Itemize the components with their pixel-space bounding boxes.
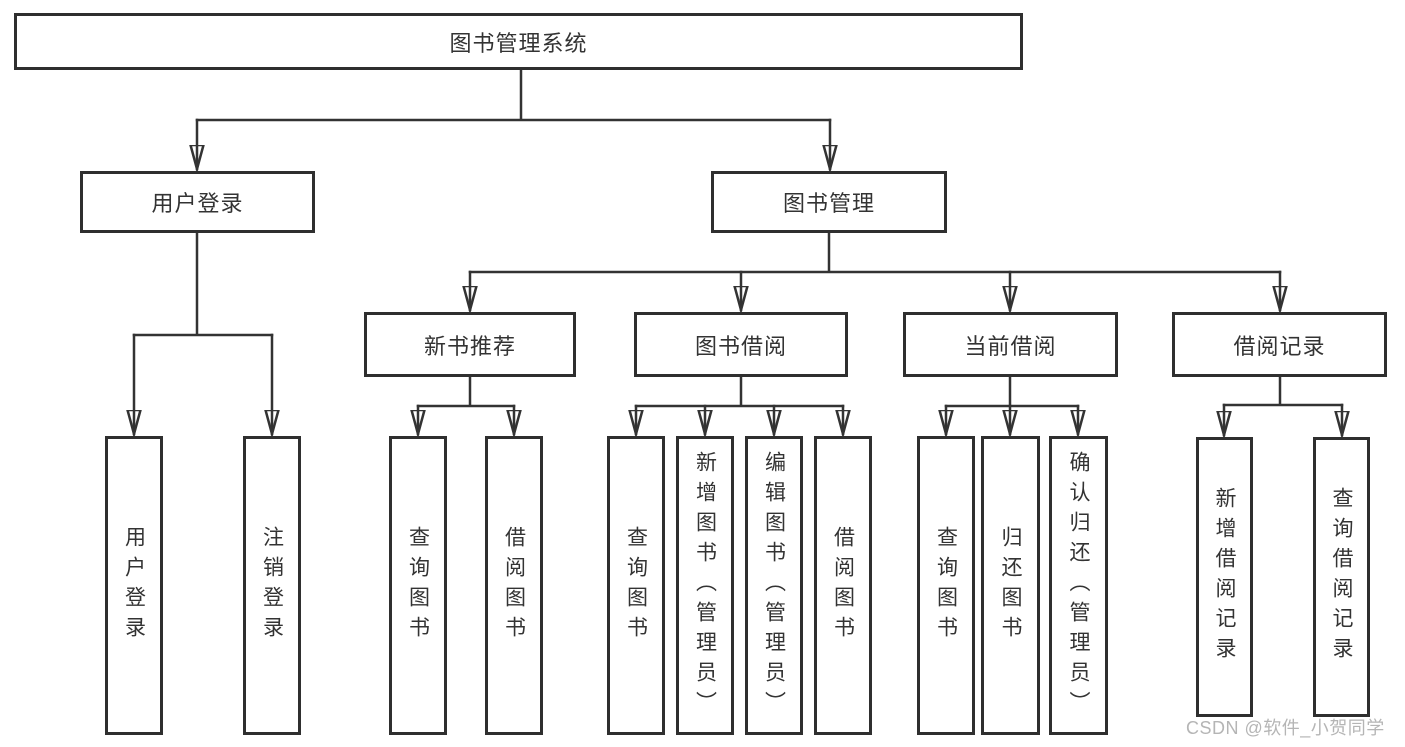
- node-book-management: 图书管理: [711, 171, 947, 233]
- leaf-bb-query-books: 查询图书: [607, 436, 665, 735]
- leaf-cb-return-books-label: 归还图书: [999, 525, 1022, 646]
- node-book-management-label: 图书管理: [782, 191, 875, 216]
- leaf-nb-query-books-label: 查询图书: [406, 525, 430, 646]
- leaf-bb-borrow-books: 借阅图书: [814, 436, 872, 735]
- leaf-nb-borrow-books: 借阅图书: [485, 436, 543, 735]
- node-borrowing-records-label: 借阅记录: [1233, 333, 1326, 359]
- edges-current-borrowing: [946, 375, 1078, 434]
- edges-user-login: [134, 231, 272, 434]
- leaf-cb-return-books: 归还图书: [981, 436, 1040, 735]
- leaf-bb-add-books-admin-label: 新增图书（管理员）: [693, 450, 717, 721]
- node-borrowing-records: 借阅记录: [1172, 312, 1387, 377]
- edges-borrowing-records: [1224, 375, 1342, 435]
- leaf-cb-query-books-label: 查询图书: [934, 525, 958, 646]
- leaf-bb-edit-books-admin: 编辑图书（管理员）: [745, 436, 803, 735]
- leaf-cb-confirm-return-admin: 确认归还（管理员）: [1049, 436, 1108, 735]
- node-book-borrowing-label: 图书借阅: [694, 333, 787, 359]
- leaf-br-query-record: 查询借阅记录: [1313, 437, 1370, 717]
- node-book-borrowing: 图书借阅: [634, 312, 848, 377]
- leaf-nb-query-books: 查询图书: [389, 436, 447, 735]
- edges-book-management: [470, 231, 1280, 310]
- leaf-logout-label: 注销登录: [260, 525, 284, 646]
- leaf-bb-query-books-label: 查询图书: [624, 525, 648, 646]
- node-root-label: 图书管理系统: [449, 30, 588, 56]
- csdn-watermark: CSDN @软件_小贺同学: [1186, 718, 1385, 738]
- leaf-user-login-label: 用户登录: [122, 525, 146, 646]
- leaf-cb-query-books: 查询图书: [917, 436, 975, 735]
- node-new-book-recommendation: 新书推荐: [364, 312, 576, 377]
- node-user-login-label: 用户登录: [151, 191, 244, 216]
- leaf-cb-confirm-return-admin-label: 确认归还（管理员）: [1067, 450, 1090, 721]
- leaf-bb-add-books-admin: 新增图书（管理员）: [676, 436, 734, 735]
- node-current-borrowing: 当前借阅: [903, 312, 1118, 377]
- leaf-logout: 注销登录: [243, 436, 301, 735]
- leaf-nb-borrow-books-label: 借阅图书: [502, 525, 526, 646]
- edges-new-book-recommendation: [418, 375, 514, 434]
- node-current-borrowing-label: 当前借阅: [964, 333, 1057, 359]
- edges-book-borrowing: [636, 375, 843, 434]
- leaf-br-add-record-label: 新增借阅记录: [1213, 487, 1236, 667]
- leaf-user-login: 用户登录: [105, 436, 163, 735]
- node-root: 图书管理系统: [14, 13, 1023, 70]
- leaf-bb-edit-books-admin-label: 编辑图书（管理员）: [762, 450, 786, 721]
- leaf-br-query-record-label: 查询借阅记录: [1330, 487, 1353, 667]
- leaf-bb-borrow-books-label: 借阅图书: [831, 525, 855, 646]
- node-new-book-recommendation-label: 新书推荐: [423, 333, 516, 359]
- node-user-login: 用户登录: [80, 171, 315, 233]
- leaf-br-add-record: 新增借阅记录: [1196, 437, 1253, 717]
- edges-root: [197, 68, 830, 169]
